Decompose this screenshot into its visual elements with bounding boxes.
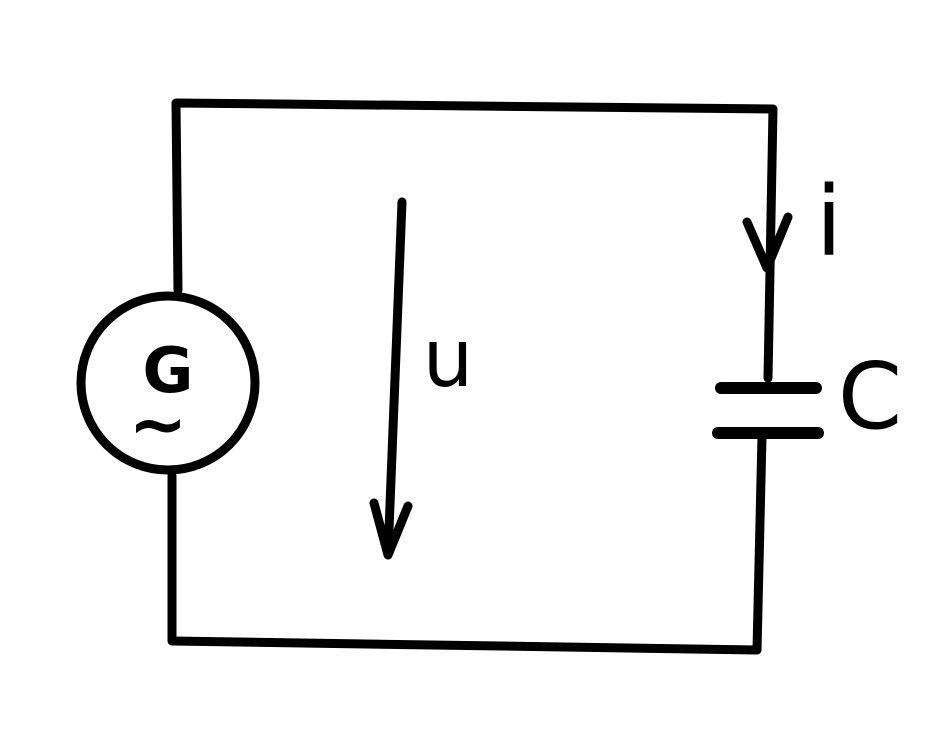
generator-circle (76, 291, 260, 475)
bottom-wire (167, 431, 767, 655)
generator-ac-mark: ~ (129, 383, 188, 465)
voltage-arrow (369, 197, 413, 560)
generator-symbol: G (143, 334, 194, 407)
capacitor-label: C (838, 343, 902, 450)
voltage-label: u (423, 312, 474, 405)
current-arrow (742, 212, 793, 273)
top-wire (171, 98, 778, 383)
current-label: i (816, 166, 843, 278)
